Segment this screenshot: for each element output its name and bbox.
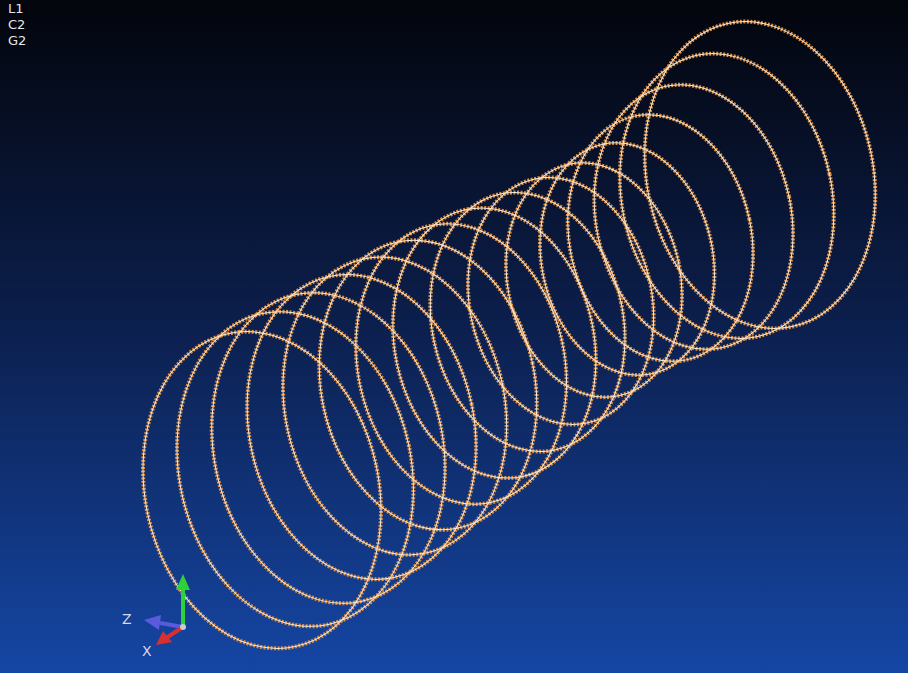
view-code: C2 <box>8 17 25 32</box>
z-axis-head <box>144 615 161 630</box>
ring-core <box>331 204 592 524</box>
z-axis-arrow <box>160 623 183 627</box>
ring-core <box>446 160 676 442</box>
axis-origin <box>180 624 186 630</box>
ring <box>594 33 859 358</box>
ring <box>617 0 903 350</box>
ring-core <box>369 189 621 497</box>
x-axis-head <box>156 631 172 645</box>
ring-core <box>114 309 409 671</box>
view-code: G2 <box>8 33 26 48</box>
y-axis-arrow <box>181 588 185 627</box>
ring <box>220 253 504 601</box>
ring-core <box>617 0 903 350</box>
ring-core <box>256 236 533 576</box>
ring-core <box>519 126 735 391</box>
ring <box>331 204 592 524</box>
ring <box>485 146 703 414</box>
ring <box>446 160 676 442</box>
ring-core <box>220 253 504 601</box>
axis-label: X <box>142 644 152 659</box>
ring-core <box>570 66 816 368</box>
y-axis-head <box>176 574 190 590</box>
view-code: L1 <box>8 1 24 16</box>
axis-triad <box>144 574 190 645</box>
ring-core <box>407 174 648 470</box>
ring-core <box>293 220 563 551</box>
ring <box>149 289 442 648</box>
ring-core <box>546 97 776 379</box>
ring-stack <box>114 0 902 671</box>
axis-label: Z <box>122 612 132 627</box>
ring <box>256 236 533 576</box>
x-axis-arrow <box>166 627 183 638</box>
ring-core <box>485 146 703 414</box>
ring-core <box>594 33 859 358</box>
ring-core <box>184 271 473 625</box>
ring <box>369 189 621 497</box>
ring-core <box>149 289 442 648</box>
